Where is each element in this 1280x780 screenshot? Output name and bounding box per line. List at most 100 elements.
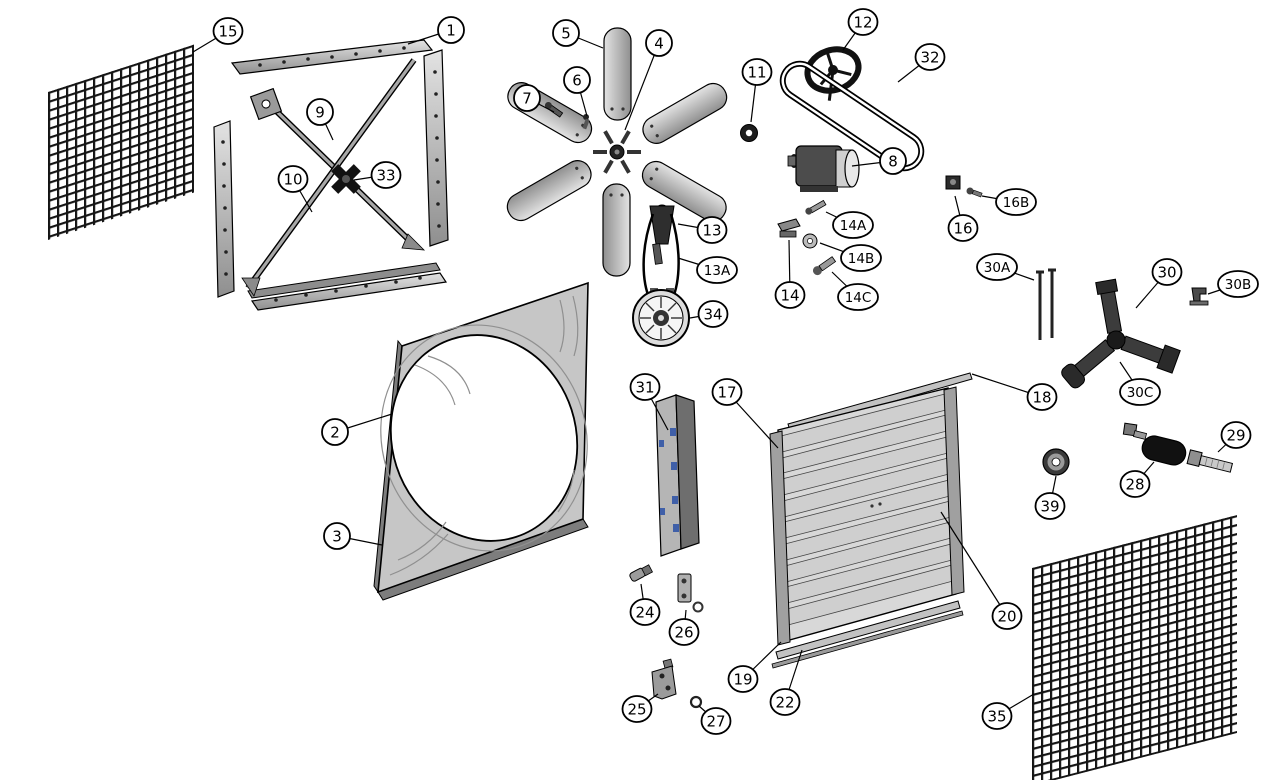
venturi-panel [373, 281, 589, 601]
tension-rods [1036, 268, 1056, 340]
cross-brace-b [241, 58, 417, 297]
callout-1: 1 [407, 16, 465, 45]
shutter-assembly [769, 386, 965, 646]
brace-corner-plate [249, 87, 283, 121]
mount-channel [655, 394, 700, 557]
fan-blade [602, 183, 631, 277]
callout-label: 35 [987, 707, 1006, 725]
callout-6: 6 [563, 66, 591, 117]
motor [787, 145, 860, 192]
drive-belt [779, 60, 925, 172]
shutter-bottom-strip [771, 600, 964, 669]
bracket-screw [966, 187, 983, 198]
pivot-pin [629, 564, 654, 582]
callout-label: 17 [717, 383, 736, 401]
hub-foot-bracket [1189, 287, 1209, 306]
callout-label: 34 [703, 305, 722, 323]
callout-4: 4 [624, 29, 673, 131]
callout-30C: 30C [1119, 361, 1161, 406]
callout-39: 39 [1034, 475, 1066, 520]
frame-right-bar [423, 49, 449, 247]
callout-label: 14A [840, 218, 867, 234]
callout-14A: 14A [825, 211, 874, 239]
callout-label: 16B [1003, 195, 1029, 211]
callout-13A: 13A [677, 256, 738, 284]
tension-pulley [632, 288, 690, 347]
callout-3: 3 [323, 522, 383, 550]
callout-31: 31 [629, 373, 669, 431]
callout-8: 8 [851, 147, 907, 175]
callout-19: 19 [727, 641, 782, 693]
callout-10: 10 [277, 165, 313, 213]
mount-washer [802, 233, 818, 249]
callout-30: 30 [1135, 258, 1183, 309]
callout-label: 30B [1225, 277, 1251, 293]
latch-bracket [651, 658, 677, 700]
callout-28: 28 [1119, 461, 1155, 498]
callout-label: 3 [332, 527, 342, 545]
callout-label: 14B [848, 251, 874, 267]
callout-label: 14 [780, 286, 799, 304]
callout-label: 25 [627, 700, 646, 718]
callout-16: 16 [947, 195, 979, 242]
callout-14B: 14B [819, 242, 882, 272]
hub-screw [582, 114, 590, 130]
callout-9: 9 [306, 98, 334, 141]
callout-13: 13 [677, 216, 728, 244]
callout-12: 12 [842, 8, 879, 51]
frame-top-bar [230, 39, 434, 75]
callout-label: 30C [1127, 385, 1154, 401]
callout-35: 35 [981, 693, 1035, 730]
callout-label: 19 [733, 670, 752, 688]
callout-15: 15 [192, 17, 244, 53]
fan-blade [642, 82, 728, 144]
callout-label: 24 [635, 603, 654, 621]
mount-bolt-b [812, 256, 837, 276]
mount-bolt-a [805, 199, 827, 215]
callout-27: 27 [698, 705, 732, 735]
callout-label: 18 [1032, 388, 1051, 406]
callout-16B: 16B [981, 188, 1037, 216]
callout-14: 14 [774, 239, 806, 309]
idler-hub [1061, 278, 1181, 389]
callout-label: 12 [853, 13, 872, 31]
wire-screen [1032, 514, 1237, 780]
callout-33: 33 [353, 161, 402, 189]
callout-29: 29 [1217, 421, 1252, 453]
fan-hub [593, 130, 641, 174]
callout-label: 32 [920, 48, 939, 66]
callout-label: 13 [702, 221, 721, 239]
callout-label: 6 [572, 71, 582, 89]
fan-blade [603, 27, 632, 121]
frame-bottom-bar [247, 262, 448, 311]
square-bracket [945, 175, 961, 190]
callout-20: 20 [940, 511, 1023, 630]
callout-label: 27 [706, 712, 725, 730]
callout-label: 30 [1157, 263, 1176, 281]
callout-2: 2 [321, 413, 393, 446]
callout-11: 11 [741, 58, 773, 123]
callout-label: 4 [654, 34, 664, 52]
fan-blade [641, 160, 727, 222]
frame-left-bar [213, 120, 235, 298]
callout-14C: 14C [831, 271, 879, 311]
roller [1122, 422, 1187, 466]
callout-7: 7 [513, 84, 555, 113]
roller-bolt [1186, 449, 1234, 473]
motor-mount-bracket [777, 218, 801, 238]
belt-tensioner [642, 204, 680, 301]
callout-label: 29 [1226, 426, 1245, 444]
callout-label: 14C [845, 290, 872, 306]
hub-bolt [544, 101, 564, 118]
callout-26: 26 [668, 609, 700, 646]
callout-5: 5 [552, 19, 604, 49]
callout-label: 33 [376, 166, 395, 184]
callout-30A: 30A [976, 253, 1035, 281]
callout-label: 15 [218, 22, 237, 40]
callout-22: 22 [769, 649, 803, 716]
callout-label: 20 [997, 607, 1016, 625]
callout-17: 17 [711, 378, 779, 449]
callout-label: 30A [984, 260, 1011, 276]
